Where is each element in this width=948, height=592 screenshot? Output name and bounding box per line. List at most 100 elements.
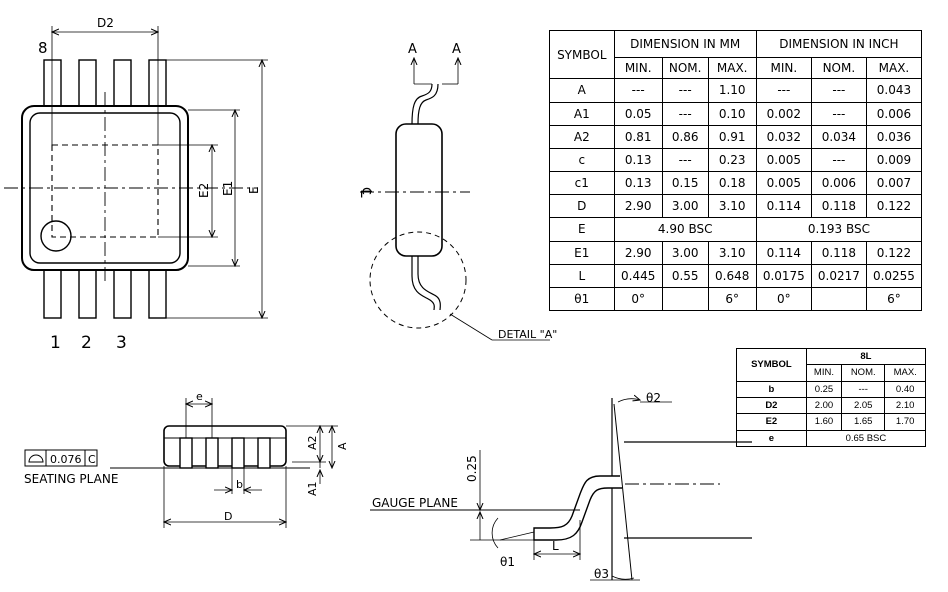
b-label: b [236, 478, 243, 491]
table-cell: c1 [549, 171, 615, 196]
table-cell: D2 [736, 396, 807, 415]
d-label: D [224, 510, 232, 523]
symbol-header: SYMBOL [549, 29, 615, 80]
pin2-label: 2 [81, 333, 92, 353]
table-cell: A2 [549, 124, 615, 149]
pin3-label: 3 [116, 333, 127, 353]
table-cell [661, 286, 709, 312]
table-cell: 0.86 [661, 124, 709, 149]
pin1-marker-circle [40, 220, 72, 252]
table-cell: 0.006 [810, 171, 867, 196]
table-cell: 0.445 [613, 263, 663, 288]
table-cell: 0.122 [865, 240, 923, 265]
table-cell: --- [661, 101, 709, 126]
table-cell: 0.034 [810, 124, 867, 149]
table-cell: 2.10 [884, 396, 926, 415]
table-cell: 0.13 [613, 171, 663, 196]
flatness-value: 0.076 [50, 453, 82, 466]
pad-sub-header: MIN. [805, 364, 843, 382]
table-cell: 0.13 [613, 147, 663, 173]
table-cell: --- [810, 101, 867, 126]
e2-label: E2 [197, 183, 211, 198]
table-cell: 0.005 [755, 147, 812, 173]
d2-label: D2 [97, 16, 114, 30]
detail-view [370, 398, 752, 581]
table-cell: 0.009 [865, 147, 923, 173]
front-view [24, 398, 338, 528]
table-cell: A [549, 78, 615, 103]
table-cell: 6° [865, 286, 923, 312]
mm-header: DIMENSION IN MM [613, 29, 757, 59]
dimension-table: SYMBOL DIMENSION IN MM DIMENSION IN INCH… [549, 29, 923, 312]
table-cell: 3.10 [707, 194, 757, 219]
flatness-datum: C [88, 453, 96, 466]
gauge-plane-label: GAUGE PLANE [372, 496, 458, 510]
sub-header: MIN. [613, 57, 663, 80]
table-cell: --- [810, 147, 867, 173]
table-cell: 0.23 [707, 147, 757, 173]
table-cell: 0.25 [805, 380, 843, 398]
table-cell: 0.002 [755, 101, 812, 126]
sub-header: MAX. [865, 57, 923, 80]
table-cell: 0.55 [661, 263, 709, 288]
centerline-symbol: ℄ [357, 187, 375, 198]
pad-sub-header: MAX. [884, 364, 926, 382]
table-cell: 0.05 [613, 101, 663, 126]
table-cell: --- [661, 147, 709, 173]
table-cell: 4.90 BSC [613, 217, 757, 242]
l-label: L [552, 539, 559, 553]
table-cell [810, 286, 867, 312]
table-cell: 1.65 [841, 413, 886, 431]
theta2-label: θ2 [646, 391, 661, 405]
table-cell: 0.81 [613, 124, 663, 149]
table-cell: 2.90 [613, 194, 663, 219]
table-row: A------1.10------0.043 [549, 78, 923, 103]
table-cell: 0.007 [865, 171, 923, 196]
table-cell: 0.036 [865, 124, 923, 149]
seating-plane-label: SEATING PLANE [24, 472, 118, 486]
a-label: A [336, 442, 349, 450]
table-cell: 0.65 BSC [805, 429, 927, 448]
table-cell: E1 [549, 240, 615, 265]
table-cell: L [549, 263, 615, 288]
top-view [4, 26, 268, 318]
table-cell: 3.00 [661, 194, 709, 219]
e-label: E [247, 186, 261, 194]
sub-header: MIN. [755, 57, 812, 80]
table-cell: 1.60 [805, 413, 843, 431]
table-cell: c [549, 147, 615, 173]
table-cell: 2.90 [613, 240, 663, 265]
table-cell: 0.114 [755, 194, 812, 219]
sub-header: NOM. [661, 57, 709, 80]
table-cell: 0° [755, 286, 812, 312]
inch-header: DIMENSION IN INCH [755, 29, 923, 59]
a1-label: A1 [306, 481, 319, 496]
table-cell: E2 [736, 413, 807, 431]
table-cell: 0.0175 [755, 263, 812, 288]
table-cell: --- [810, 78, 867, 103]
table-cell: 0.0217 [810, 263, 867, 288]
section-a-right-label: A [452, 42, 461, 57]
table-cell: 0.40 [884, 380, 926, 398]
table-cell: b [736, 380, 807, 398]
table-cell: --- [841, 380, 886, 398]
pin8-label: 8 [38, 39, 48, 57]
table-cell: 0.006 [865, 101, 923, 126]
table-cell: 0.122 [865, 194, 923, 219]
table-cell: 0.15 [661, 171, 709, 196]
sub-header: MAX. [707, 57, 757, 80]
pad-symbol-header: SYMBOL [736, 348, 807, 382]
table-cell: 0.91 [707, 124, 757, 149]
table-cell: 0.043 [865, 78, 923, 103]
